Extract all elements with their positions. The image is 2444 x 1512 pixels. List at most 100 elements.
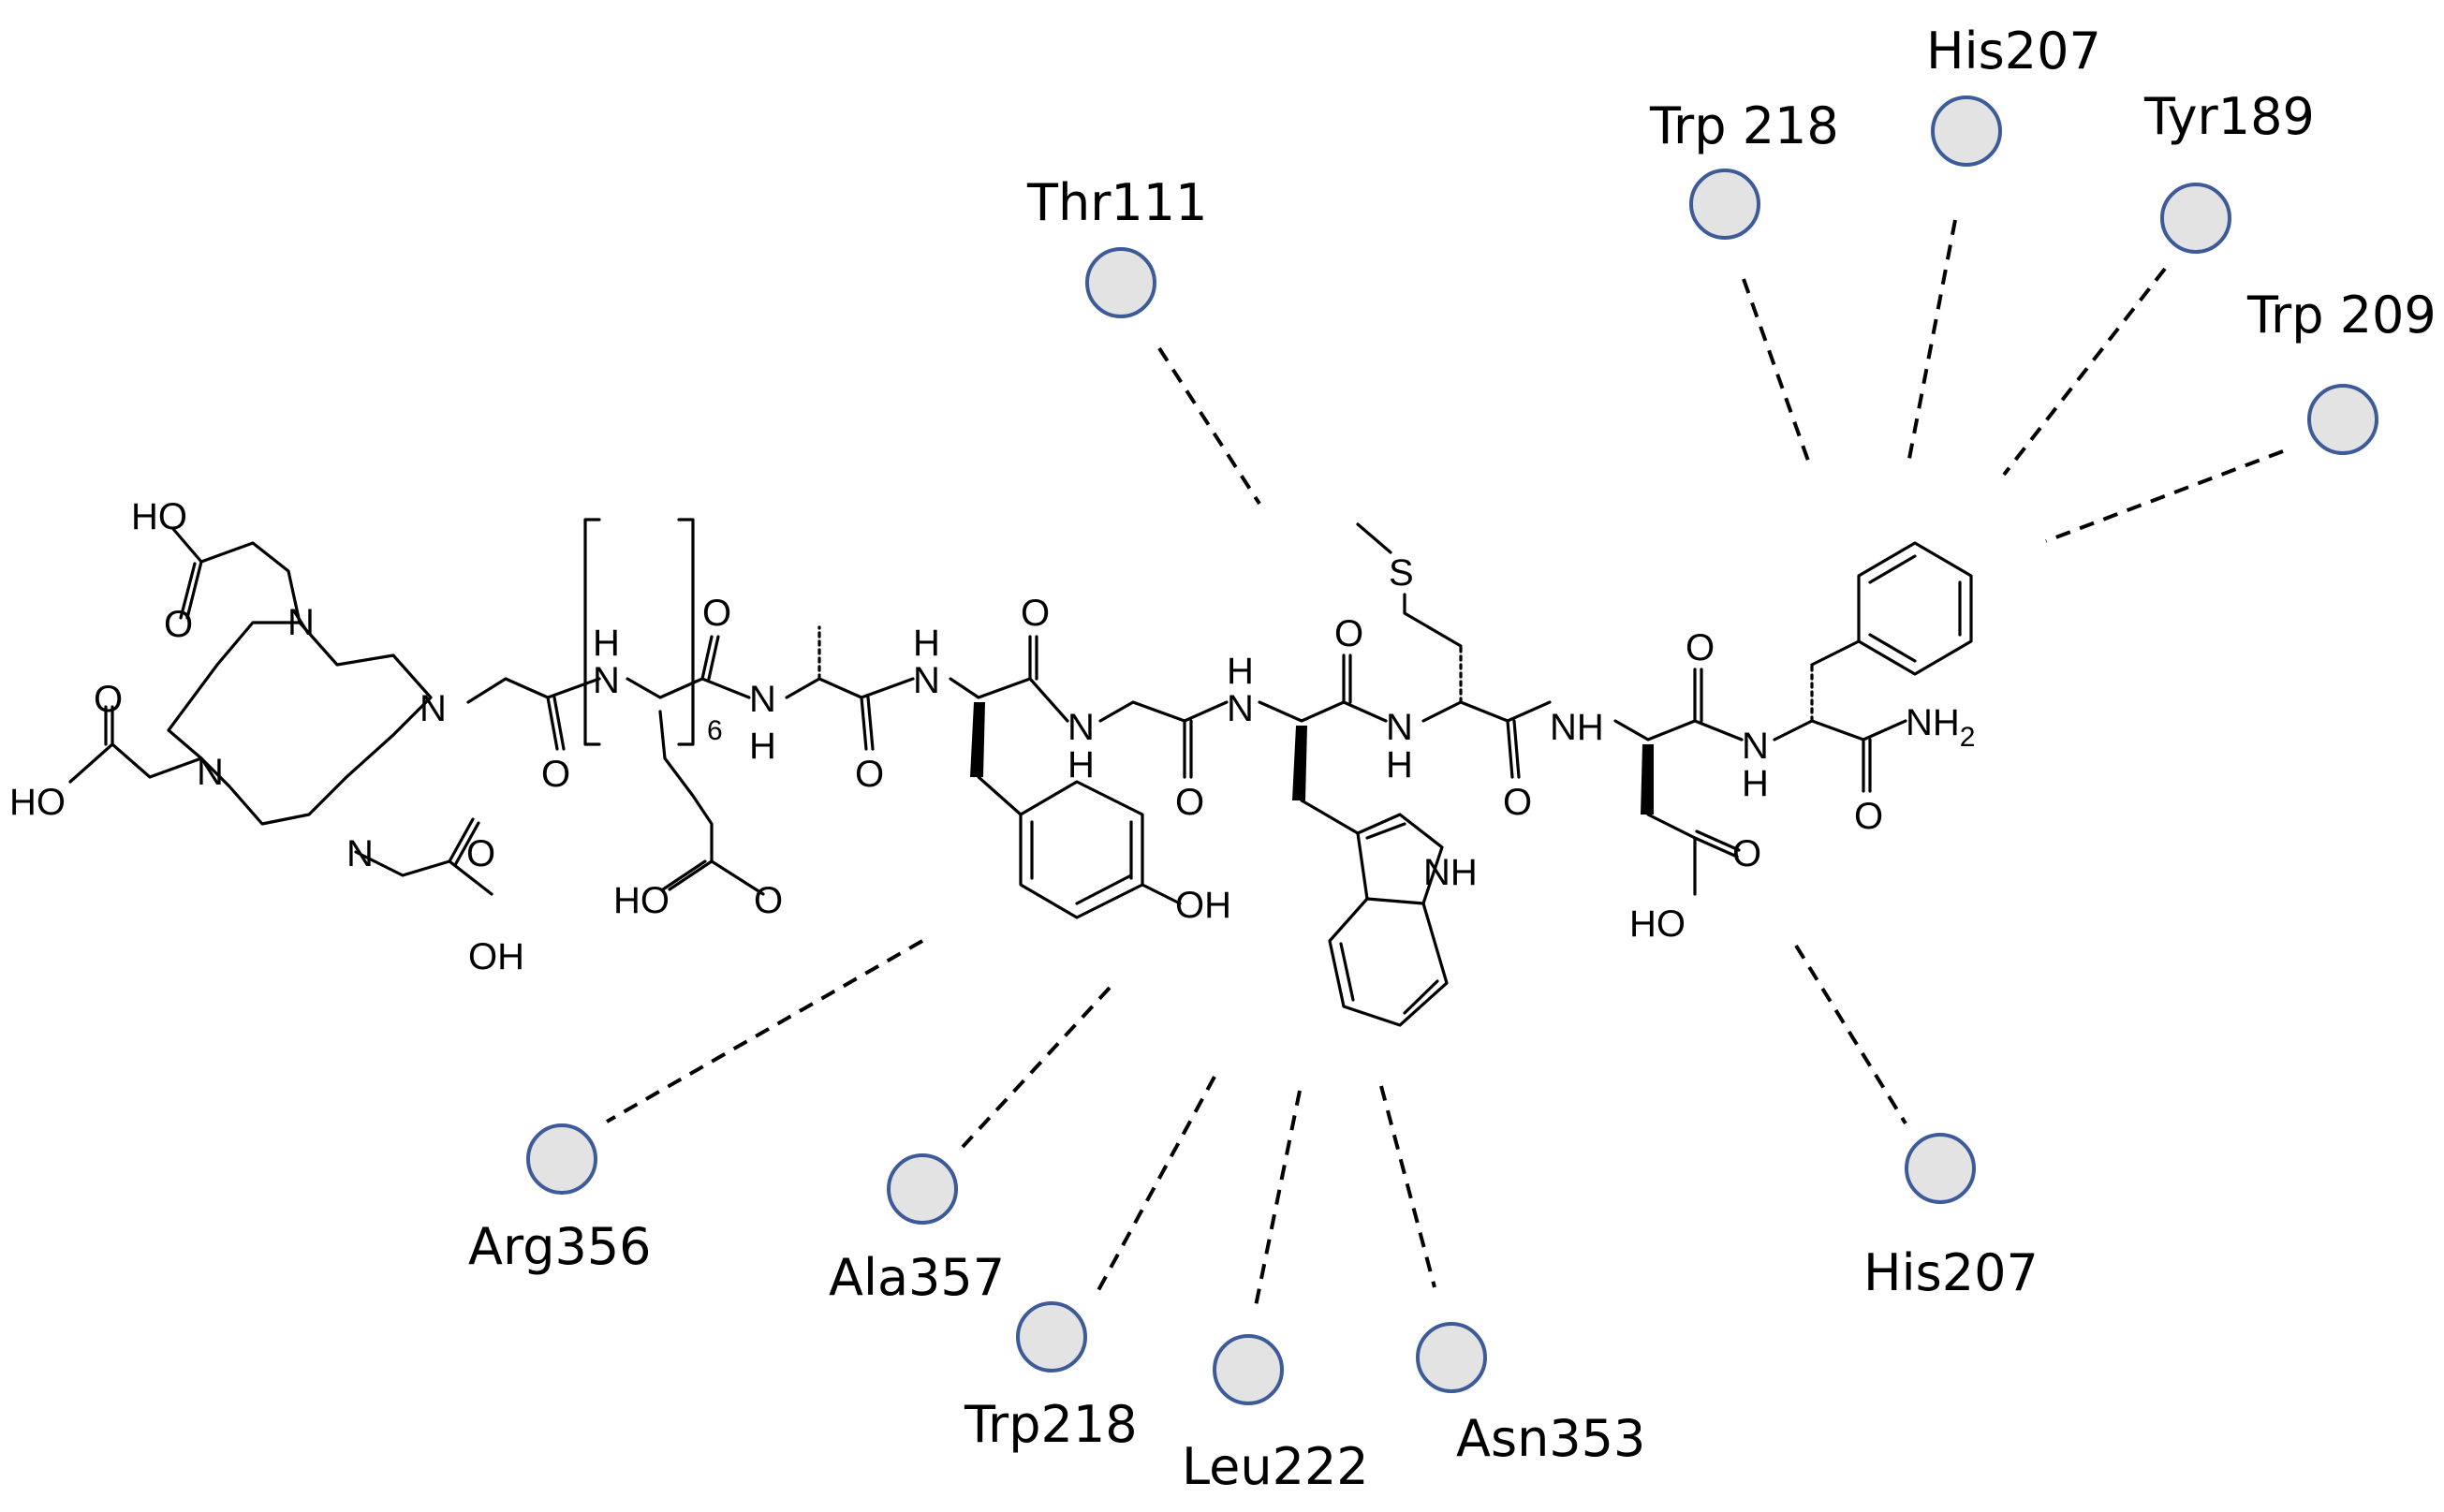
residue-label-trp209: Trp 209 (2246, 286, 2437, 345)
residue-node-trp209 (2307, 384, 2378, 455)
residue-node-his207-bottom (1905, 1133, 1976, 1204)
atom-ho-asp: HO (1629, 903, 1686, 945)
contact-lines (606, 219, 2284, 1312)
asp-residue (1613, 668, 1744, 896)
atom-n-dota-3: N (197, 752, 224, 793)
residue-node-trp218-bottom (1016, 1301, 1087, 1373)
atom-labels: N N N N HO O O HO O OH O N H 6 HO O O N … (9, 496, 1975, 977)
residue-his207-top[interactable]: His207 (1926, 22, 2101, 167)
atom-o-tyr: O (1021, 593, 1050, 634)
residue-asn353[interactable]: Asn353 (1416, 1322, 1645, 1468)
residue-arg356[interactable]: Arg356 (468, 1123, 652, 1276)
atom-oh-tyr: OH (1175, 885, 1231, 926)
atom-o-asp-side: O (1732, 833, 1761, 874)
phe-amide-residue (1773, 541, 1973, 793)
contact-line-thr111 (1157, 346, 1261, 506)
atom-o-dota-bottom: O (466, 833, 495, 874)
residue-trp218-top[interactable]: Trp 218 (1649, 96, 1839, 240)
atom-repeat-count: 6 (707, 715, 723, 746)
glu-repeat (583, 518, 765, 896)
contact-line-tyr189 (2002, 267, 2167, 477)
residue-his207-bottom[interactable]: His207 (1863, 1133, 2039, 1302)
residue-node-tyr189 (2160, 183, 2231, 254)
atom-ho-dota-top: HO (131, 496, 187, 537)
residue-label-trp218-bottom: Trp218 (964, 1395, 1138, 1454)
residue-node-trp218-top (1689, 169, 1760, 240)
peptide-structure: N N N N HO O O HO O OH O N H 6 HO O O N … (9, 496, 1975, 1027)
contact-line-trp209 (2045, 449, 2284, 543)
atom-n-gly: N (1067, 707, 1095, 748)
atom-h-trp: H (1227, 651, 1254, 692)
atom-s-met: S (1389, 552, 1414, 594)
contact-line-leu222 (1253, 1090, 1302, 1312)
atom-n-dota-4: N (346, 833, 374, 874)
atom-h-glu: H (593, 623, 620, 664)
atom-ho-glu: HO (613, 880, 670, 921)
contact-line-trp218-top (1742, 278, 1811, 464)
residue-thr111[interactable]: Thr111 (1026, 173, 1207, 318)
residue-node-asn353 (1416, 1322, 1487, 1393)
atom-n-met: N (1386, 707, 1413, 748)
atom-o-glu-amide: O (702, 593, 731, 634)
atom-o-dota-left: O (94, 679, 123, 720)
atom-oh-dota-bottom: OH (468, 936, 524, 977)
atom-n-glu: N (593, 660, 620, 701)
residue-label-leu222: Leu222 (1182, 1437, 1369, 1496)
tyr-residue (949, 635, 1182, 919)
contact-line-trp218-bottom (1096, 1076, 1216, 1293)
trp-residue (1258, 653, 1449, 1027)
atom-n-trp: N (1227, 688, 1254, 729)
atom-o-phe: O (1854, 796, 1883, 837)
residue-node-arg356 (526, 1123, 597, 1195)
atom-ho-dota-left: HO (9, 782, 66, 823)
atom-h-met: H (1386, 744, 1413, 785)
residue-node-leu222 (1213, 1334, 1284, 1405)
contact-line-asn353 (1379, 1085, 1436, 1288)
residue-ala357[interactable]: Ala357 (829, 1153, 1005, 1307)
residue-label-arg356: Arg356 (468, 1217, 652, 1276)
atom-o-trp: O (1334, 613, 1363, 654)
residue-label-ala357: Ala357 (829, 1248, 1005, 1307)
residue-node-his207-top (1931, 95, 2002, 167)
contact-line-ala357 (961, 986, 1112, 1149)
atom-h-tyr: H (913, 623, 940, 664)
residue-label-thr111: Thr111 (1026, 173, 1207, 232)
atom-o-ala: O (855, 754, 884, 795)
residue-label-asn353: Asn353 (1456, 1409, 1645, 1468)
atom-o-glu-side: O (754, 880, 783, 921)
atom-o-asp: O (1686, 627, 1715, 668)
ala-residue (785, 625, 915, 751)
residue-label-trp218-top: Trp 218 (1649, 96, 1839, 155)
atom-n-phe: N (1742, 726, 1769, 767)
atom-h-ala: H (749, 726, 776, 767)
atom-nh-tyr: N (913, 660, 940, 701)
residue-tyr189[interactable]: Tyr189 (2143, 87, 2315, 254)
residue-node-thr111 (1085, 247, 1156, 318)
atom-h-phe: H (1742, 763, 1769, 804)
dota-chelator (68, 527, 601, 896)
atom-h-gly: H (1067, 744, 1095, 785)
residue-nodes: Thr111 Trp 218 His207 Tyr189 Trp 209 Arg… (468, 22, 2437, 1496)
residue-leu222[interactable]: Leu222 (1182, 1334, 1369, 1496)
residue-label-tyr189: Tyr189 (2143, 87, 2315, 146)
met-residue (1356, 522, 1552, 779)
contact-line-his207-bottom (1794, 944, 1907, 1125)
residue-node-ala357 (887, 1153, 958, 1225)
contact-line-arg356 (606, 939, 923, 1123)
residue-label-his207-top: His207 (1926, 22, 2101, 81)
atom-o-dota-amide: O (541, 754, 570, 795)
residue-label-his207-bottom: His207 (1863, 1243, 2039, 1302)
atom-o-gly: O (1175, 782, 1204, 823)
atom-o-met: O (1503, 782, 1532, 823)
residue-trp209[interactable]: Trp 209 (2246, 286, 2437, 455)
atom-o-dota-top: O (164, 604, 193, 645)
atom-nh-asp: NH (1550, 707, 1604, 748)
atom-n-dota-2: N (420, 688, 447, 729)
residue-trp218-bottom[interactable]: Trp218 (964, 1301, 1138, 1454)
atom-nh2: NH2 (1906, 702, 1975, 753)
atom-n-dota-1: N (287, 602, 315, 643)
atom-n-ala: N (749, 679, 776, 720)
contact-line-his207-top (1907, 219, 1957, 464)
gly-residue (1098, 700, 1229, 779)
